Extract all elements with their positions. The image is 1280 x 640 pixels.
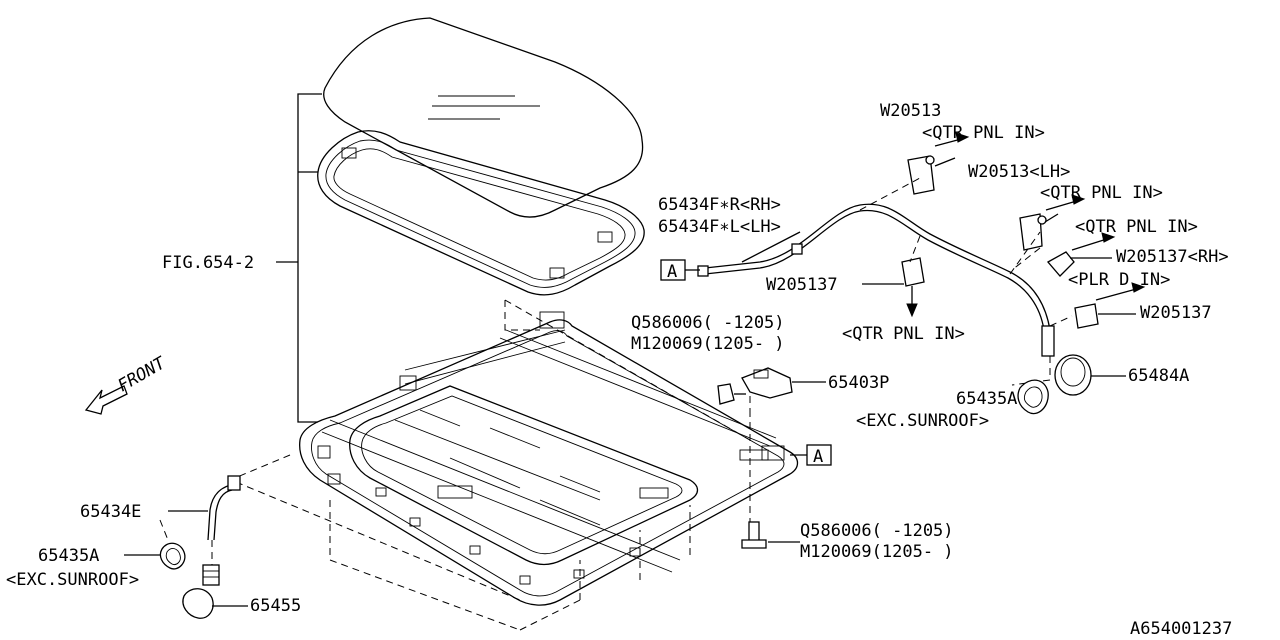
- label-w205137-rh: W205137<RH>: [1116, 247, 1229, 267]
- callout-labels: FIG.654-2 W20513 <QTR PNL IN> W20513<LH>…: [6, 101, 1232, 639]
- label-plr-d-in: <PLR D IN>: [1068, 270, 1170, 290]
- diagram-id: A654001237: [1130, 619, 1232, 639]
- hose-leaders: [741, 157, 1136, 386]
- label-w20513-lh-note: <QTR PNL IN>: [1040, 183, 1163, 203]
- label-m120069-bottom: M120069(1205- ): [800, 542, 954, 562]
- label-qtr-pnl-in-right: <QTR PNL IN>: [1075, 217, 1198, 237]
- label-q586006-bottom: Q586006( -1205): [800, 521, 954, 541]
- bracket-65403p: [717, 367, 826, 410]
- drain-hose-front: [124, 475, 248, 619]
- label-w205137-center: W205137: [766, 275, 838, 295]
- label-m120069-top: M120069(1205- ): [631, 334, 785, 354]
- label-65435a-left: 65435A: [38, 546, 99, 566]
- label-65434f-r: 65434F∗R<RH>: [658, 195, 781, 215]
- fig-bracket: [276, 93, 322, 423]
- connector-mark-a-bottom: A: [813, 447, 823, 467]
- label-fig-ref: FIG.654-2: [162, 253, 254, 273]
- drain-hose-rear: [697, 203, 1055, 357]
- direction-arrows: [906, 132, 1146, 318]
- connector-mark-a-top: A: [667, 262, 677, 282]
- label-65434e: 65434E: [80, 502, 141, 522]
- sunroof-frame-seal: [317, 130, 645, 296]
- sunroof-glass-panel: [323, 17, 644, 218]
- connector-a-icon: A A: [660, 259, 832, 467]
- label-w20513-a-note: <QTR PNL IN>: [922, 123, 1045, 143]
- grommet-65484a: [1054, 354, 1126, 396]
- label-65403p: 65403P: [828, 373, 889, 393]
- front-label: FRONT: [115, 353, 171, 397]
- front-arrow-icon: FRONT: [84, 353, 171, 415]
- label-exc-sunroof-right: <EXC.SUNROOF>: [856, 411, 989, 431]
- label-65455: 65455: [250, 596, 301, 616]
- label-w20513-lh: W20513<LH>: [968, 162, 1070, 182]
- label-w20513-a: W20513: [880, 101, 941, 121]
- label-q586006-top: Q586006( -1205): [631, 313, 785, 333]
- label-65435a-right: 65435A: [956, 389, 1017, 409]
- label-65484a: 65484A: [1128, 366, 1189, 386]
- hose-clips: [901, 155, 1099, 329]
- label-w205137-right: W205137: [1140, 303, 1212, 323]
- grommet-65435a-right: [1017, 379, 1049, 415]
- bolt-bottom: [741, 521, 800, 549]
- label-65434f-l: 65434F∗L<LH>: [658, 217, 781, 237]
- sunroof-frame-assembly: [299, 311, 799, 606]
- label-exc-sunroof-left: <EXC.SUNROOF>: [6, 570, 139, 590]
- label-qtr-pnl-in-center: <QTR PNL IN>: [842, 324, 965, 344]
